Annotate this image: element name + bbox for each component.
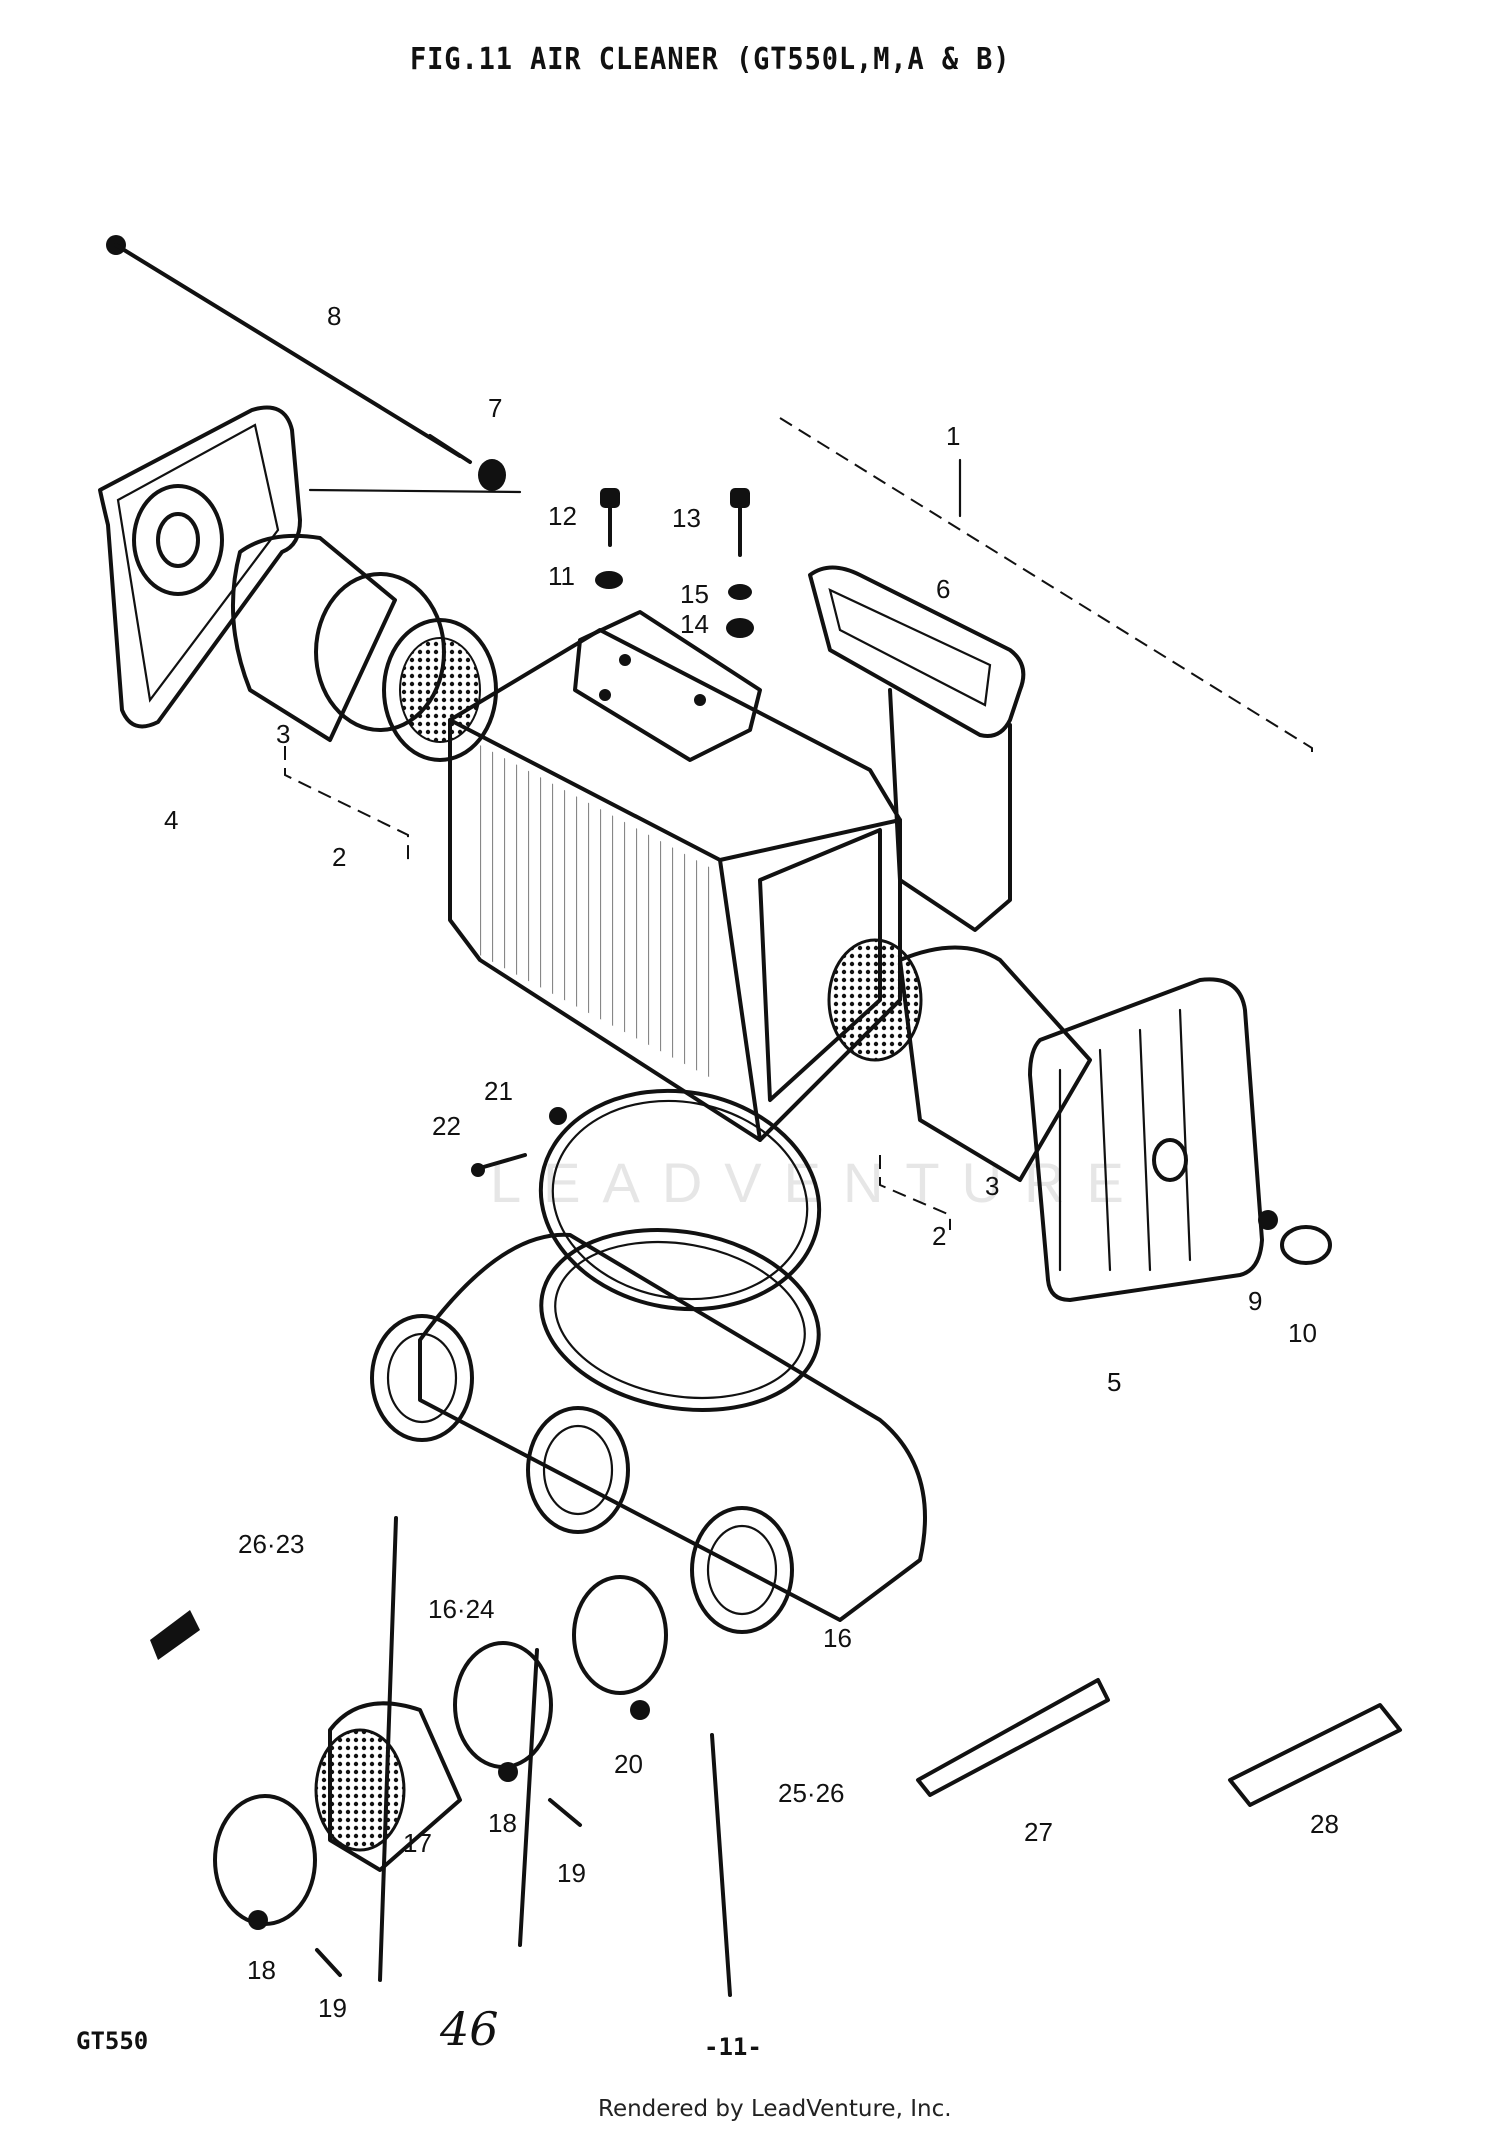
callout-20: 20 xyxy=(614,1749,643,1779)
callout-2-left: 2 xyxy=(332,842,346,872)
drain-hose-middle xyxy=(518,1648,539,1947)
callout-16: 16 xyxy=(823,1623,852,1653)
small-strip xyxy=(916,1678,1110,1797)
render-credit: Rendered by LeadVenture, Inc. xyxy=(598,2096,952,2122)
nut xyxy=(1258,1210,1278,1230)
rubber-joint xyxy=(314,1701,462,1872)
hose-clamps xyxy=(213,1575,668,1977)
small-bracket xyxy=(1228,1703,1402,1807)
callout-1: 1 xyxy=(946,421,960,451)
callout-8: 8 xyxy=(327,301,341,331)
right-cover xyxy=(1028,977,1264,1302)
callout-2-right: 2 xyxy=(932,1221,946,1251)
model-code: GT550 xyxy=(76,2027,149,2055)
callout-22: 22 xyxy=(432,1111,461,1141)
reference-lines xyxy=(284,417,1313,1230)
callout-26-23: 26·23 xyxy=(238,1529,305,1559)
callout-14: 14 xyxy=(680,609,709,639)
callout-15: 15 xyxy=(680,579,709,609)
callout-17: 17 xyxy=(403,1828,432,1858)
washer xyxy=(478,459,506,491)
left-cover xyxy=(98,405,302,729)
leader xyxy=(308,488,522,494)
callout-21: 21 xyxy=(484,1076,513,1106)
callout-18-middle: 18 xyxy=(488,1808,517,1838)
callout-25-26: 25·26 xyxy=(778,1778,845,1808)
callout-5: 5 xyxy=(1107,1367,1121,1397)
callout-27: 27 xyxy=(1024,1817,1053,1847)
callout-7: 7 xyxy=(488,393,502,423)
callout-4: 4 xyxy=(164,805,178,835)
drain-hose-right xyxy=(710,1733,732,1997)
band-clamp xyxy=(471,1088,822,1312)
callout-12: 12 xyxy=(548,501,577,531)
callout-19-middle: 19 xyxy=(557,1858,586,1888)
callout-3-right: 3 xyxy=(985,1171,999,1201)
intake-duct xyxy=(808,565,1026,932)
callout-11: 11 xyxy=(548,561,575,591)
left-filter-element xyxy=(230,533,498,762)
callout-3-left: 3 xyxy=(276,719,290,749)
callout-18-left: 18 xyxy=(247,1955,276,1985)
figure-title: FIG.11 AIR CLEANER (GT550L,M,A & B) xyxy=(410,42,1011,77)
callout-19-left: 19 xyxy=(318,1993,347,2023)
page-number: -11- xyxy=(704,2033,762,2061)
callout-13: 13 xyxy=(672,503,701,533)
callout-16-24: 16·24 xyxy=(428,1594,495,1624)
air-cleaner-case xyxy=(448,610,902,1142)
long-bolt xyxy=(106,235,472,464)
callout-10: 10 xyxy=(1288,1318,1317,1348)
handwritten-number: 46 xyxy=(440,2002,499,2056)
bolts-and-washers xyxy=(595,488,754,638)
knob xyxy=(1280,1225,1332,1265)
callout-28: 28 xyxy=(1310,1809,1339,1839)
intake-manifold xyxy=(370,1227,927,1634)
right-filter-element xyxy=(827,938,1092,1182)
callout-labels: 8 7 12 13 11 15 14 1 6 3 4 2 21 22 3 2 9… xyxy=(164,301,1339,2023)
small-pad xyxy=(150,1610,200,1660)
callout-9: 9 xyxy=(1248,1286,1262,1316)
callout-6: 6 xyxy=(936,574,950,604)
